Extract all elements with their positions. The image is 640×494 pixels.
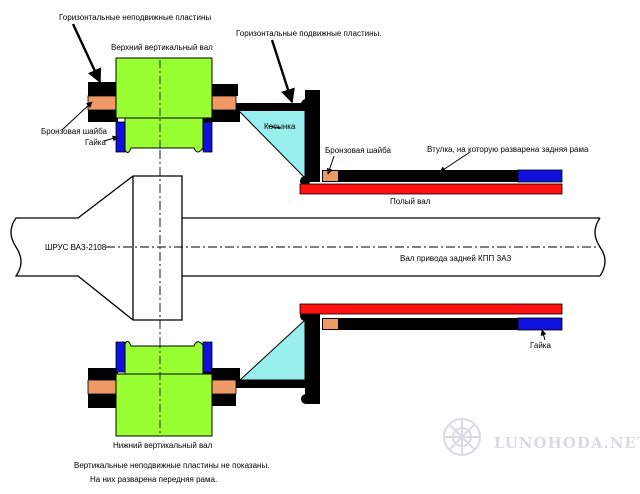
lower-nut-left <box>115 341 126 373</box>
lower-shaft-upper-end <box>124 340 204 375</box>
leader-arrows <box>71 23 295 104</box>
label-nut-right: Гайка <box>530 341 551 350</box>
lower-bronze-washer-left <box>87 379 119 395</box>
upper-bushing <box>322 170 518 182</box>
lower-vertical-shaft <box>115 373 213 437</box>
label-nut-left: Гайка <box>85 138 106 147</box>
label-drive-shaft: Вал привода задней КПП ЗАЗ <box>400 254 512 263</box>
lower-weld-point-low <box>301 394 311 404</box>
upper-bracket-vertical <box>305 90 320 182</box>
label-bronze-washer-right: Бронзовая шайба <box>325 146 391 155</box>
label-upper-vertical-shaft: Верхний вертикальный вал <box>111 43 213 52</box>
upper-nut <box>517 169 563 183</box>
lower-nut <box>517 317 563 331</box>
label-bushing: Втулка, на которую разварена задняя рама <box>427 145 589 154</box>
leader-nut-left <box>103 135 119 142</box>
lower-bronze-washer <box>323 319 338 329</box>
cv-joint-outline <box>10 175 183 321</box>
leader-gusset <box>267 125 281 129</box>
upper-shaft-assembly <box>87 57 240 154</box>
upper-weld-point-low <box>300 176 310 186</box>
label-horizontal-fixed-plates: Горизонтальные неподвижные пластины <box>59 13 211 22</box>
label-bronze-washer-left: Бронзовая шайба <box>41 127 107 136</box>
center-lines <box>106 150 600 340</box>
thin-leaders <box>61 101 547 341</box>
upper-shaft-lower-end <box>124 117 204 154</box>
leader-bushing <box>439 151 471 173</box>
watermark-logo <box>443 418 481 456</box>
leader-bronze-washer-left <box>61 101 93 131</box>
leader-bronze-washer-right <box>326 155 335 175</box>
upper-bronze-washer <box>323 171 338 181</box>
upper-weld-point <box>301 99 311 109</box>
watermark-text: LUNOHODA.NET <box>494 434 640 452</box>
lower-bracket <box>236 303 563 404</box>
arrow-fixed-plates <box>71 23 102 84</box>
upper-fixed-plate-bottom <box>88 110 118 122</box>
label-gusset: Косынка <box>264 122 296 131</box>
label-horizontal-moving-plates: Горизонтальные подвижные пластины. <box>236 29 381 38</box>
lower-fixed-plate-bottom <box>88 394 118 408</box>
lower-nut-right <box>202 341 213 373</box>
label-lower-vertical-shaft: Нижний вертикальный вал <box>113 441 213 450</box>
lower-bushing <box>322 318 518 330</box>
upper-bracket-horizontal <box>236 103 312 111</box>
upper-hollow-shaft <box>299 183 563 195</box>
upper-nut-right <box>202 121 213 153</box>
note-line-1: Вертикальные неподвижные пластины не пок… <box>74 461 269 470</box>
lower-hollow-shaft <box>299 303 563 315</box>
lower-bracket-horizontal <box>236 380 312 388</box>
lower-shaft-assembly <box>87 340 240 437</box>
note-line-2: На них разварена передняя рама. <box>90 475 217 484</box>
lower-gusset <box>238 318 306 381</box>
leader-nut-right <box>540 329 547 341</box>
label-hollow-shaft: Полый вал <box>390 197 431 206</box>
label-cv-joint: ШРУС ВАЗ-2108 <box>45 243 107 252</box>
lower-fixed-plate-top <box>88 368 118 380</box>
upper-gusset <box>236 109 306 180</box>
upper-vertical-shaft <box>115 57 213 119</box>
upper-fixed-plate-top <box>88 82 118 96</box>
lower-bracket-vertical <box>305 312 320 404</box>
arrow-moving-plates <box>270 39 295 104</box>
upper-bronze-washer-left <box>87 95 119 111</box>
upper-bracket <box>236 90 563 195</box>
